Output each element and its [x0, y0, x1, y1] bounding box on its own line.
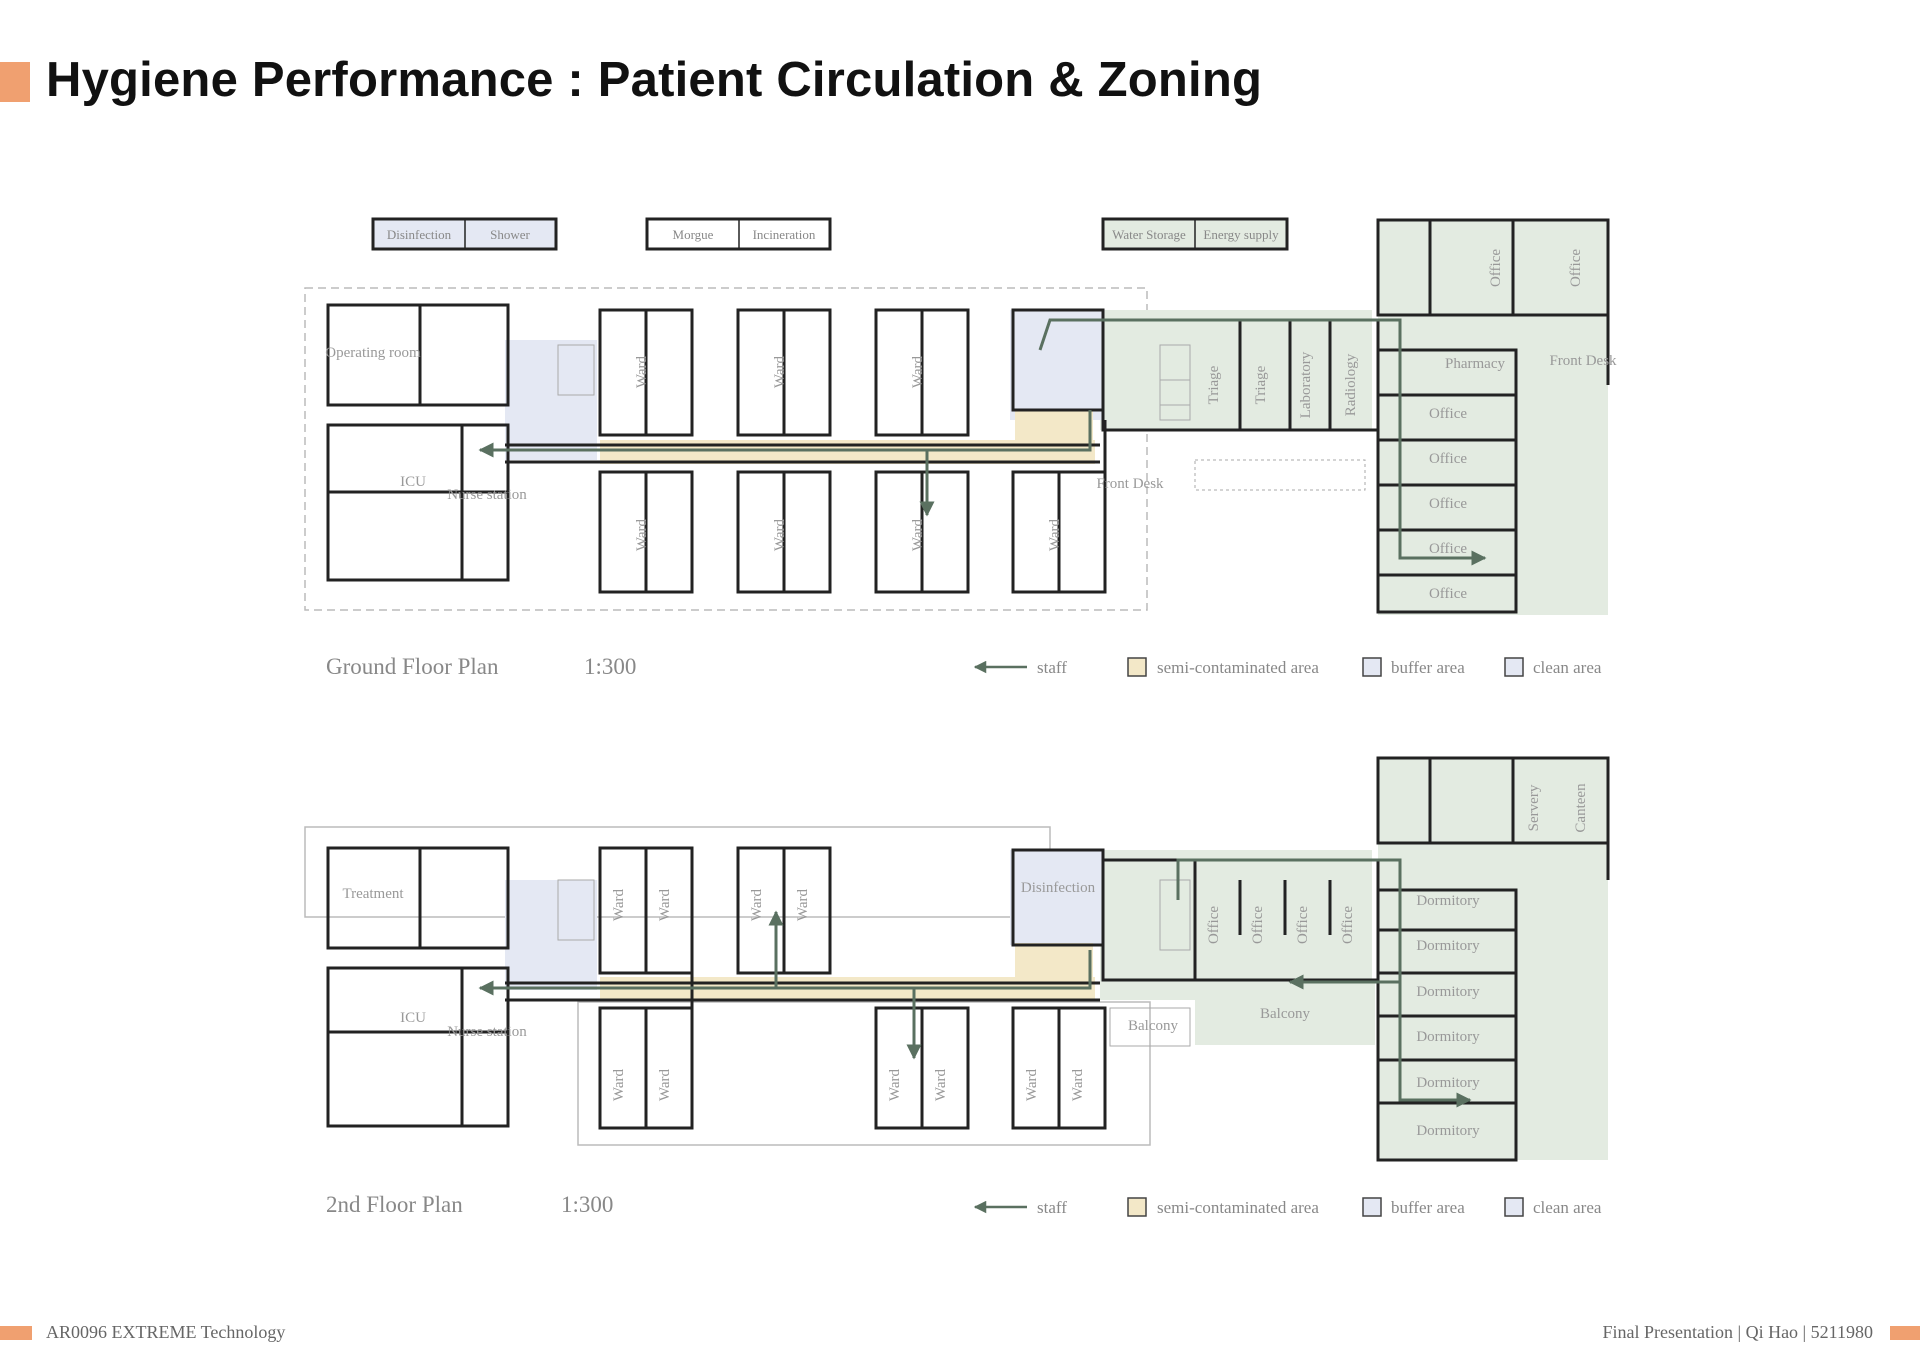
buffer-zone-fill — [1010, 310, 1102, 420]
legend-staff: staff — [1037, 1198, 1067, 1217]
room-label: Dormitory — [1416, 893, 1480, 909]
room-label: Canteen — [1573, 783, 1589, 833]
room-label: ICU — [400, 474, 426, 490]
legend-swatch-clean — [1504, 657, 1524, 677]
ground-floor-plan: Operating room ICU Nurse station Ward Wa… — [304, 218, 1617, 679]
room-label: Triage — [1253, 365, 1269, 404]
room-label: Ward — [1047, 518, 1063, 551]
room-label: Balcony — [1128, 1018, 1178, 1034]
room-label: Ward — [611, 1068, 627, 1101]
top-box-morgue-incineration: Morgue Incineration — [645, 217, 832, 251]
top-box-label: Incineration — [753, 227, 816, 242]
room-label: Dormitory — [1416, 984, 1480, 1000]
legend-buffer: buffer area — [1391, 1198, 1465, 1217]
room-label: Ward — [634, 355, 650, 388]
footer-accent-left — [0, 1326, 32, 1340]
room-label: Front Desk — [1096, 476, 1164, 492]
room-label: Office — [1429, 586, 1467, 602]
staff-circulation-arrows — [478, 858, 1472, 1108]
room-label: Dormitory — [1416, 1123, 1480, 1139]
room-label: Office — [1429, 541, 1467, 557]
room-label: Ward — [611, 888, 627, 921]
room-label: Office — [1429, 496, 1467, 512]
plan-caption: Ground Floor Plan — [326, 654, 499, 679]
footer-accent-right — [1890, 1326, 1920, 1340]
top-box-disinfection-shower: Disinfection Shower — [371, 217, 558, 251]
room-label: Ward — [657, 1068, 673, 1101]
buffer-zone-fill — [505, 340, 597, 460]
legend-semi: semi-contaminated area — [1157, 658, 1319, 677]
room-label: Dormitory — [1416, 938, 1480, 954]
legend-swatch-semi — [1127, 657, 1147, 677]
legend-buffer: buffer area — [1391, 658, 1465, 677]
room-label: Dormitory — [1416, 1029, 1480, 1045]
legend-swatch-buffer — [1362, 1197, 1382, 1217]
room-label: Pharmacy — [1445, 356, 1505, 372]
footer-author: Final Presentation | Qi Hao | 5211980 — [1602, 1322, 1873, 1342]
room-label: Office — [1429, 406, 1467, 422]
room-label: Ward — [772, 355, 788, 388]
room-label: Servery — [1526, 784, 1542, 831]
legend-clean: clean area — [1533, 658, 1602, 677]
legend-clean: clean area — [1533, 1198, 1602, 1217]
staff-circulation-arrows — [478, 318, 1487, 566]
room-label: Ward — [772, 518, 788, 551]
room-label: Ward — [910, 355, 926, 388]
room-label: Disinfection — [1021, 880, 1096, 896]
room-label: Office — [1429, 451, 1467, 467]
room-label: Nurse station — [447, 1024, 527, 1040]
room-label: Radiology — [1343, 353, 1359, 416]
plan-scale: 1:300 — [561, 1192, 613, 1217]
room-label: Balcony — [1260, 1006, 1310, 1022]
room-label: Ward — [1024, 1068, 1040, 1101]
legend-semi: semi-contaminated area — [1157, 1198, 1319, 1217]
room-label: Office — [1340, 906, 1356, 944]
top-box-label: Energy supply — [1203, 227, 1279, 242]
legend-swatch-semi — [1127, 1197, 1147, 1217]
room-label: Operating room — [325, 345, 421, 361]
legend-swatch-buffer — [1362, 657, 1382, 677]
room-label: Treatment — [342, 886, 404, 902]
legend-swatch-clean — [1504, 1197, 1524, 1217]
room-label: Ward — [749, 888, 765, 921]
room-label: Ward — [657, 888, 673, 921]
page-title: Hygiene Performance : Patient Circulatio… — [46, 53, 1263, 107]
room-label: Ward — [910, 518, 926, 551]
room-label: Front Desk — [1549, 353, 1617, 369]
top-box-label: Water Storage — [1112, 227, 1186, 242]
top-box-label: Morgue — [673, 227, 714, 242]
plan-caption: 2nd Floor Plan — [326, 1192, 463, 1217]
top-box-label: Disinfection — [387, 227, 452, 242]
legend-second: staff semi-contaminated area buffer area… — [973, 1197, 1602, 1217]
room-label: Dormitory — [1416, 1075, 1480, 1091]
room-label: Ward — [795, 888, 811, 921]
room-label: Laboratory — [1298, 351, 1314, 418]
room-label: Office — [1250, 906, 1266, 944]
room-label: Office — [1488, 249, 1504, 287]
title-accent-bar — [0, 62, 30, 102]
room-label: Office — [1568, 249, 1584, 287]
second-floor-plan: Treatment ICU Nurse station Ward Ward Wa… — [304, 756, 1610, 1217]
top-box-label: Shower — [490, 227, 530, 242]
room-label: Nurse station — [447, 487, 527, 503]
plan-scale: 1:300 — [584, 654, 636, 679]
legend-staff: staff — [1037, 658, 1067, 677]
clean-zone-fill — [1100, 310, 1372, 430]
room-label: Office — [1295, 906, 1311, 944]
room-label: ICU — [400, 1010, 426, 1026]
footer-course: AR0096 EXTREME Technology — [46, 1322, 286, 1342]
room-label: Triage — [1206, 365, 1222, 404]
room-label: Ward — [933, 1068, 949, 1101]
room-label: Office — [1206, 906, 1222, 944]
top-box-water-energy: Water Storage Energy supply — [1101, 217, 1289, 251]
room-label: Ward — [887, 1068, 903, 1101]
room-label: Ward — [1070, 1068, 1086, 1101]
room-label: Ward — [634, 518, 650, 551]
legend-ground: staff semi-contaminated area buffer area… — [973, 657, 1602, 677]
